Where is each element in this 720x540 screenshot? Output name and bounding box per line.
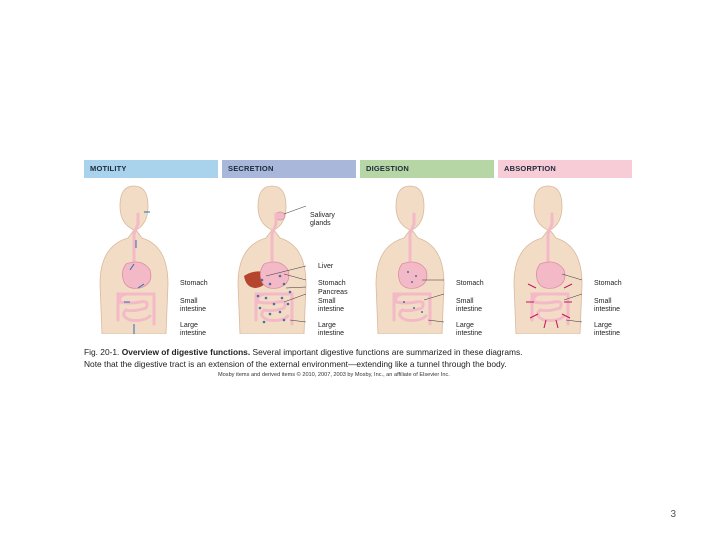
secretion-dots — [256, 274, 292, 324]
digestive-tract — [116, 212, 156, 326]
label-small-intestine: Small intestine — [180, 298, 206, 314]
label-pancreas: Pancreas — [318, 289, 348, 296]
motility-body-illustration — [99, 185, 169, 334]
caption-line1-rest: Several important digestive functions ar… — [252, 347, 523, 357]
label-stomach: Stomach — [594, 280, 622, 287]
label-stomach: Stomach — [180, 280, 208, 287]
label-salivary-glands-line1: Salivary — [310, 212, 335, 219]
label-small-intestine-line2: intestine — [456, 306, 483, 313]
label-salivary-glands-line2: glands — [310, 220, 331, 227]
label-salivary-glands: Salivary glands — [310, 212, 335, 228]
label-small-intestine-line2: intestine — [318, 306, 345, 313]
label-small-intestine-line1: Small — [318, 298, 336, 305]
figure-caption: Fig. 20-1. Overview of digestive functio… — [84, 346, 644, 370]
label-large-intestine-line1: Large — [180, 322, 198, 329]
label-small-intestine-line2: intestine — [594, 306, 621, 313]
absorption-arrows — [526, 283, 573, 329]
label-large-intestine-line2: intestine — [318, 330, 345, 337]
panel-secretion: SECRETION — [222, 160, 356, 338]
label-small-intestine: Small intestine — [318, 298, 344, 314]
label-stomach: Stomach — [318, 280, 346, 287]
page-number: 3 — [670, 509, 676, 520]
panel-header-secretion: SECRETION — [222, 160, 356, 178]
caption-line-2: Note that the digestive tract is an exte… — [84, 359, 507, 369]
label-small-intestine-line1: Small — [456, 298, 474, 305]
label-large-intestine: Large intestine — [456, 322, 482, 338]
caption-fig-title: Overview of digestive functions. — [121, 347, 251, 357]
label-large-intestine-line1: Large — [594, 322, 612, 329]
absorption-body-illustration — [513, 185, 583, 334]
label-small-intestine-line2: intestine — [180, 306, 207, 313]
leader-lines — [265, 205, 307, 323]
panel-motility: MOTILITY Stomach Small intestine Large i… — [84, 160, 218, 338]
secretion-body-illustration — [237, 185, 307, 334]
panel-header-motility: MOTILITY — [84, 160, 218, 178]
digestive-functions-figure: MOTILITY Stomach Small intestine Large i… — [84, 160, 636, 382]
label-stomach: Stomach — [456, 280, 484, 287]
label-large-intestine: Large intestine — [318, 322, 344, 338]
digestion-body-illustration — [375, 185, 445, 334]
digestive-tract — [254, 212, 294, 326]
copyright-credit: Mosby items and derived items © 2010, 20… — [218, 372, 450, 378]
caption-fig-number: Fig. 20-1. — [84, 347, 120, 357]
label-large-intestine: Large intestine — [594, 322, 620, 338]
label-small-intestine: Small intestine — [594, 298, 620, 314]
label-large-intestine-line2: intestine — [594, 330, 621, 337]
label-liver: Liver — [318, 263, 334, 270]
panel-header-digestion: DIGESTION — [360, 160, 494, 178]
label-large-intestine-line1: Large — [456, 322, 474, 329]
label-large-intestine-line2: intestine — [180, 330, 207, 337]
label-small-intestine-line1: Small — [180, 298, 198, 305]
panel-absorption: ABSORPTION Stomach Small intesti — [498, 160, 632, 338]
leader-lines — [561, 273, 583, 323]
digestion-particles — [403, 271, 423, 313]
label-large-intestine: Large intestine — [180, 322, 206, 338]
panel-digestion: DIGESTION Stomach Small intestine — [360, 160, 494, 338]
label-large-intestine-line2: intestine — [456, 330, 483, 337]
label-large-intestine-line1: Large — [318, 322, 336, 329]
motility-arrows — [124, 211, 150, 334]
panel-header-absorption: ABSORPTION — [498, 160, 632, 178]
caption-line-1: Fig. 20-1. Overview of digestive functio… — [84, 346, 644, 358]
digestive-tract — [392, 212, 432, 326]
leader-lines — [422, 279, 445, 323]
label-small-intestine: Small intestine — [456, 298, 482, 314]
label-small-intestine-line1: Small — [594, 298, 612, 305]
